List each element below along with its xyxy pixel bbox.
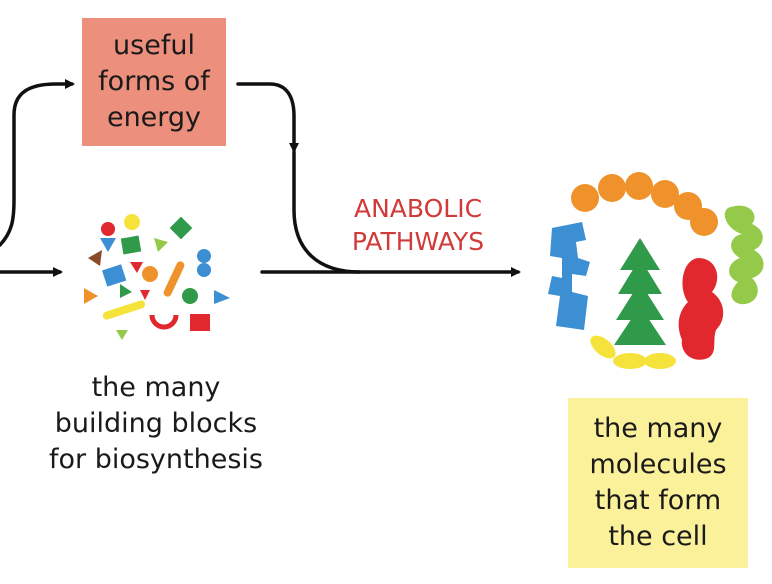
arrows xyxy=(0,79,521,277)
useful-energy-box: useful forms of energy xyxy=(82,18,226,146)
orange-triangle-block xyxy=(84,288,98,304)
yellow-circle-block xyxy=(124,214,140,230)
molecules-label-line-2: molecules xyxy=(589,449,727,480)
blocks-caption-line-1: the many xyxy=(91,372,221,403)
red-small-triangle-block xyxy=(140,290,150,300)
cell-molecules-cluster xyxy=(548,172,764,369)
blue-triangle-block xyxy=(100,238,116,252)
cell-molecules-box: the many molecules that form the cell xyxy=(568,398,748,568)
molecules-label-line-3: that form xyxy=(594,485,722,516)
building-blocks-cluster xyxy=(84,214,230,340)
light-green-wavy-molecule xyxy=(724,205,764,305)
green-square-block xyxy=(120,235,142,255)
blue-circle-block-top xyxy=(197,249,211,263)
energy-label-line-3: energy xyxy=(106,102,202,133)
yellow-bar-block xyxy=(102,300,146,320)
blocks-caption-line-3: for biosynthesis xyxy=(49,444,263,475)
energy-input-arrow xyxy=(236,82,299,153)
anabolic-pathways-label: ANABOLIC PATHWAYS xyxy=(318,192,518,258)
blue-bracket-molecule xyxy=(548,222,590,330)
light-green-small-triangle-block xyxy=(116,330,128,340)
green-diamond-block xyxy=(169,216,193,240)
energy-label-line-2: forms of xyxy=(98,66,210,97)
green-circle-block xyxy=(182,288,198,304)
orange-circle-block xyxy=(142,266,158,282)
orange-bead-chain xyxy=(571,172,718,236)
yellow-oval-chain xyxy=(590,335,676,369)
orange-bar-block xyxy=(163,261,185,297)
red-blob-molecule xyxy=(678,258,724,360)
branch-arrow-to-energy xyxy=(0,79,75,247)
green-tree-molecule xyxy=(614,238,666,345)
red-crescent-block xyxy=(149,314,179,330)
energy-label-line-1: useful xyxy=(113,30,195,61)
blue-triangle-block-right xyxy=(214,290,230,304)
blocks-caption-line-2: building blocks xyxy=(54,408,258,439)
green-triangle-block xyxy=(120,284,132,298)
blue-square-block xyxy=(102,264,127,287)
pathway-label-line-2: PATHWAYS xyxy=(351,227,485,256)
building-blocks-caption: the many building blocks for biosynthesi… xyxy=(20,370,292,478)
pathway-label-line-1: ANABOLIC xyxy=(353,194,483,223)
light-green-triangle-block xyxy=(154,238,168,252)
red-triangle-block xyxy=(130,262,143,273)
red-circle-block xyxy=(101,222,115,236)
brown-triangle-block xyxy=(88,250,102,266)
molecules-label-line-1: the many xyxy=(593,413,723,444)
red-square-block xyxy=(190,314,210,331)
molecules-label-line-4: the cell xyxy=(608,521,708,552)
blue-circle-block-bottom xyxy=(197,263,211,277)
